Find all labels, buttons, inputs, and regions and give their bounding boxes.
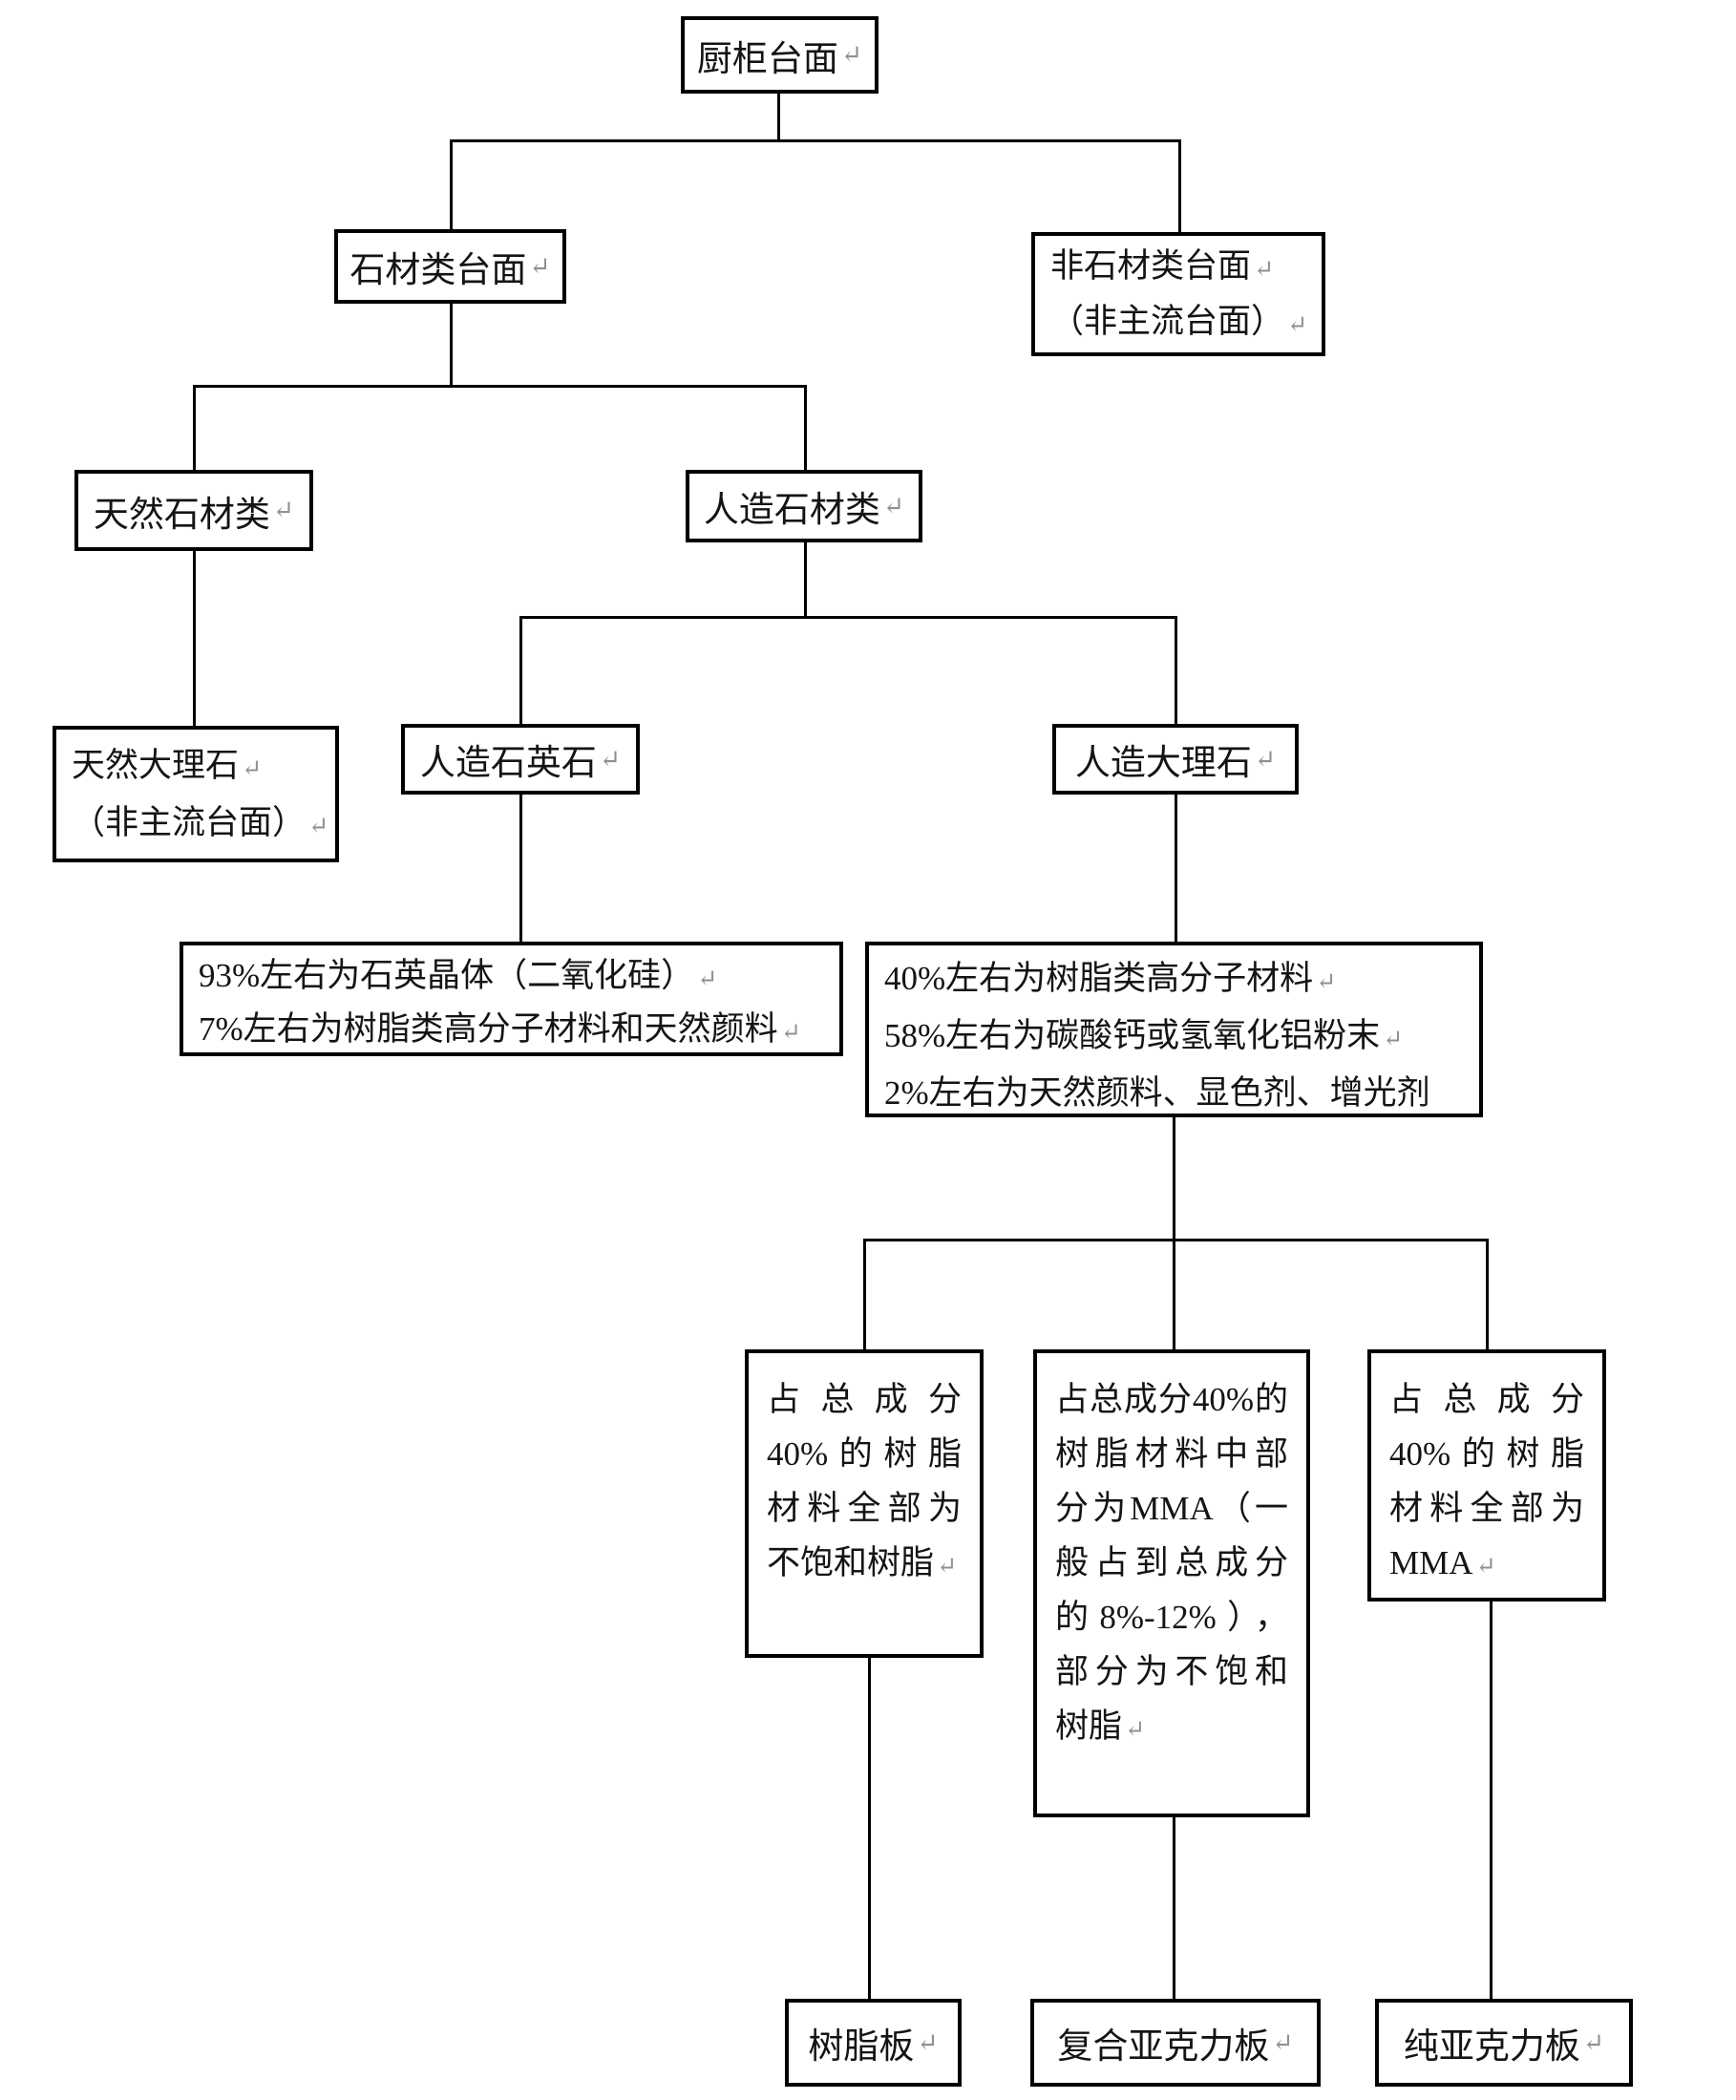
node-natural-stone: 天然石材类↵ bbox=[74, 470, 313, 551]
return-mark-icon: ↵ bbox=[529, 251, 551, 281]
return-mark-icon: ↵ bbox=[1287, 312, 1308, 338]
node-natural-marble-line1: 天然大理石 bbox=[72, 747, 240, 784]
connector-stone-in bbox=[450, 139, 453, 229]
node-quartz-composition: 93%左右为石英晶体（二氧化硅）↵ 7%左右为树脂类高分子材料和天然颜料↵ bbox=[180, 942, 843, 1056]
connector-artificial-marble-in bbox=[1175, 616, 1177, 724]
connector-stone-down bbox=[450, 304, 453, 385]
return-mark-icon: ↵ bbox=[1254, 257, 1275, 283]
node-non-stone-line2: （非主流台面） bbox=[1050, 303, 1285, 340]
node-root-label: 厨柜台面 bbox=[696, 39, 838, 79]
quartz-composition-line1: 93%左右为石英晶体（二氧化硅） bbox=[199, 957, 695, 994]
return-mark-icon: ↵ bbox=[1272, 2027, 1294, 2057]
connector-natural-marble-in bbox=[193, 551, 196, 726]
node-natural-marble-line2: （非主流台面） bbox=[72, 804, 307, 841]
node-pure-detail: 占总成分40%的树脂材料全部为MMA↵ bbox=[1367, 1349, 1606, 1602]
node-natural-stone-label: 天然石材类 bbox=[93, 495, 270, 535]
return-mark-icon: ↵ bbox=[697, 966, 718, 992]
connector-pure-board-in bbox=[1490, 1602, 1493, 1999]
connector-marble-composition-in bbox=[1175, 795, 1177, 942]
connector-composite-board-in bbox=[1173, 1817, 1175, 1999]
node-non-stone: 非石材类台面↵ （非主流台面）↵ bbox=[1031, 232, 1325, 356]
node-composite-detail: 占总成分40%的树脂材料中部分为MMA（一般占到总成分的8%-12%），部分为不… bbox=[1033, 1349, 1310, 1817]
connector-quartz-composition-in bbox=[519, 795, 522, 942]
return-mark-icon: ↵ bbox=[882, 491, 905, 520]
connector-pure-detail-in bbox=[1486, 1239, 1489, 1349]
node-resin-detail: 占总成分40%的树脂材料全部为不饱和树脂↵ bbox=[745, 1349, 984, 1658]
connector-level6-horizontal bbox=[863, 1239, 1489, 1241]
connector-quartz-in bbox=[519, 616, 522, 724]
connector-composite-detail-in bbox=[1173, 1239, 1175, 1349]
node-artificial-stone: 人造石材类↵ bbox=[686, 470, 922, 542]
return-mark-icon: ↵ bbox=[1316, 969, 1337, 995]
pure-acrylic-board-label: 纯亚克力板 bbox=[1403, 2027, 1580, 2067]
return-mark-icon: ↵ bbox=[1582, 2027, 1605, 2057]
connector-resin-detail-in bbox=[863, 1239, 866, 1349]
node-marble-composition: 40%左右为树脂类高分子材料↵ 58%左右为碳酸钙或氢氧化铝粉末↵ 2%左右为天… bbox=[865, 942, 1483, 1117]
node-stone-label: 石材类台面 bbox=[349, 251, 527, 290]
connector-natural-stone-in bbox=[193, 385, 196, 470]
return-mark-icon: ↵ bbox=[780, 1020, 801, 1046]
return-mark-icon: ↵ bbox=[599, 744, 622, 774]
node-natural-marble: 天然大理石↵ （非主流台面）↵ bbox=[53, 726, 339, 862]
node-resin-board: 树脂板↵ bbox=[785, 1999, 962, 2087]
resin-detail-text: 占总成分40%的树脂材料全部为不饱和树脂 bbox=[767, 1381, 962, 1581]
connector-nonstone-in bbox=[1178, 139, 1181, 232]
connector-level4-horizontal bbox=[519, 616, 1177, 619]
return-mark-icon: ↵ bbox=[1254, 744, 1277, 774]
return-mark-icon: ↵ bbox=[272, 496, 295, 524]
node-composite-acrylic-board: 复合亚克力板↵ bbox=[1030, 1999, 1321, 2087]
node-quartz: 人造石英石↵ bbox=[401, 724, 640, 795]
node-non-stone-line1: 非石材类台面 bbox=[1050, 247, 1252, 285]
connector-level3-horizontal bbox=[193, 385, 807, 388]
connector-marble-composition-down bbox=[1173, 1117, 1175, 1239]
node-pure-acrylic-board: 纯亚克力板↵ bbox=[1375, 1999, 1633, 2087]
node-artificial-marble: 人造大理石↵ bbox=[1052, 724, 1299, 795]
return-mark-icon: ↵ bbox=[917, 2027, 939, 2057]
connector-root-down bbox=[777, 94, 780, 139]
connector-artificial-stone-in bbox=[804, 385, 807, 470]
connector-resin-board-in bbox=[868, 1658, 871, 1999]
node-artificial-marble-label: 人造大理石 bbox=[1074, 744, 1252, 783]
composite-acrylic-board-label: 复合亚克力板 bbox=[1057, 2027, 1270, 2067]
node-artificial-stone-label: 人造石材类 bbox=[703, 491, 880, 530]
return-mark-icon: ↵ bbox=[1125, 1717, 1146, 1743]
marble-composition-line2: 58%左右为碳酸钙或氢氧化铝粉末 bbox=[884, 1017, 1381, 1054]
return-mark-icon: ↵ bbox=[308, 814, 329, 839]
return-mark-icon: ↵ bbox=[1475, 1554, 1496, 1580]
return-mark-icon: ↵ bbox=[1383, 1027, 1404, 1052]
connector-artificial-stone-down bbox=[804, 542, 807, 616]
node-root: 厨柜台面↵ bbox=[681, 16, 879, 94]
connector-level2-horizontal bbox=[450, 139, 1181, 142]
return-mark-icon: ↵ bbox=[937, 1554, 958, 1580]
node-stone: 石材类台面↵ bbox=[334, 229, 566, 304]
marble-composition-line1: 40%左右为树脂类高分子材料 bbox=[884, 960, 1314, 997]
resin-board-label: 树脂板 bbox=[808, 2027, 915, 2067]
node-quartz-label: 人造石英石 bbox=[419, 744, 597, 783]
marble-composition-line3: 2%左右为天然颜料、显色剂、增光剂 bbox=[884, 1074, 1430, 1112]
return-mark-icon: ↵ bbox=[242, 756, 263, 782]
pure-detail-text: 占总成分40%的树脂材料全部为MMA bbox=[1389, 1381, 1584, 1581]
return-mark-icon: ↵ bbox=[840, 40, 863, 69]
composite-detail-text: 占总成分40%的树脂材料中部分为MMA（一般占到总成分的8%-12%），部分为不… bbox=[1055, 1381, 1288, 1745]
quartz-composition-line2: 7%左右为树脂类高分子材料和天然颜料 bbox=[199, 1010, 778, 1048]
